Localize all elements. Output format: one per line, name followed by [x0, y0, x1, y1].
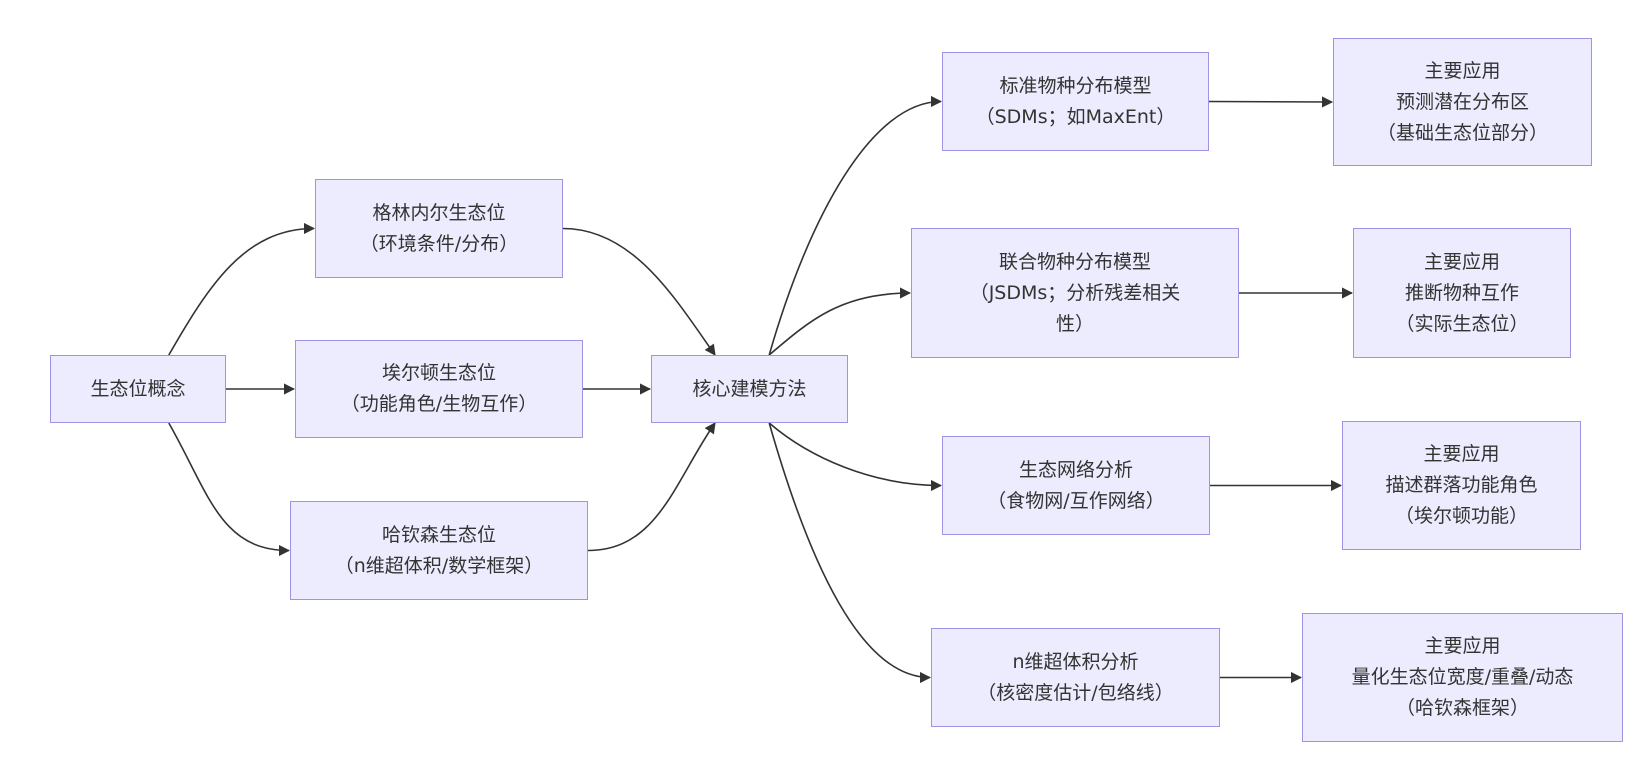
node-application-network: 主要应用 描述群落功能角色 （埃尔顿功能）	[1342, 421, 1581, 550]
node-line: （功能角色/生物互作）	[340, 393, 538, 415]
edge-concept-to-hutchinson	[168, 422, 291, 557]
node-line: 性）	[1055, 312, 1094, 335]
node-line: 主要应用	[1424, 59, 1501, 82]
node-line: （哈钦森框架）	[1395, 697, 1529, 719]
edge-core-to-network	[768, 422, 943, 492]
node-line: 量化生态位宽度/重叠/动态	[1351, 666, 1574, 688]
edge-core-to-hypervolume	[768, 422, 932, 684]
edge-concept-to-grinnell	[168, 222, 316, 356]
node-line: 主要应用	[1423, 250, 1500, 273]
node-line: 埃尔顿生态位	[381, 362, 496, 384]
node-line: （实际生态位）	[1395, 312, 1529, 335]
node-line: 预测潜在分布区	[1395, 90, 1529, 113]
edge-grinnell-to-core	[562, 227, 716, 356]
node-line: 生态位概念	[90, 377, 186, 400]
node-line: n维超体积分析	[1012, 650, 1139, 673]
node-application-sdm: 主要应用 预测潜在分布区 （基础生态位部分）	[1333, 38, 1592, 166]
node-line: 哈钦森生态位	[381, 523, 496, 546]
node-application-hypervolume: 主要应用 量化生态位宽度/重叠/动态 （哈钦森框架）	[1302, 613, 1623, 742]
node-line: 标准物种分布模型	[999, 74, 1152, 97]
node-niche-concept: 生态位概念	[50, 355, 226, 423]
node-hutchinsonian-niche: 哈钦森生态位 （n维超体积/数学框架）	[290, 501, 588, 600]
node-joint-sdm: 联合物种分布模型 （JSDMs；分析残差相关 性）	[911, 228, 1239, 358]
node-eltonian-niche: 埃尔顿生态位 （功能角色/生物互作）	[295, 340, 583, 438]
edge-sdm-to-app_sdm	[1208, 96, 1334, 108]
node-line: （环境条件/分布）	[359, 232, 519, 255]
node-ecological-network-analysis: 生态网络分析 （食物网/互作网络）	[942, 436, 1210, 535]
node-line: （JSDMs；分析残差相关	[969, 281, 1181, 304]
node-line: 主要应用	[1424, 635, 1501, 657]
edge-core-to-jsdm	[768, 287, 912, 356]
node-line: 格林内尔生态位	[372, 201, 506, 224]
node-line: 生态网络分析	[1018, 458, 1133, 481]
node-line: 推断物种互作	[1404, 281, 1519, 304]
node-standard-sdm: 标准物种分布模型 （SDMs；如MaxEnt）	[942, 52, 1209, 151]
node-line: （埃尔顿功能）	[1394, 505, 1528, 527]
node-core-modeling-methods: 核心建模方法	[651, 355, 848, 423]
node-line: （食物网/互作网络）	[987, 489, 1165, 512]
node-grinnellian-niche: 格林内尔生态位 （环境条件/分布）	[315, 179, 563, 278]
node-line: （n维超体积/数学框架）	[334, 554, 544, 577]
node-line: 联合物种分布模型	[998, 250, 1151, 273]
node-line: 描述群落功能角色	[1385, 474, 1538, 496]
edge-hutchinson-to-core	[587, 422, 716, 552]
edge-core-to-sdm	[768, 95, 943, 356]
node-line: （核密度估计/包络线）	[977, 681, 1174, 704]
node-line: 核心建模方法	[692, 377, 807, 400]
node-line: 主要应用	[1423, 443, 1500, 465]
node-hypervolume-analysis: n维超体积分析 （核密度估计/包络线）	[931, 628, 1220, 727]
node-line: （SDMs；如MaxEnt）	[975, 105, 1176, 128]
node-line: （基础生态位部分）	[1376, 121, 1548, 144]
node-application-jsdm: 主要应用 推断物种互作 （实际生态位）	[1353, 228, 1571, 358]
